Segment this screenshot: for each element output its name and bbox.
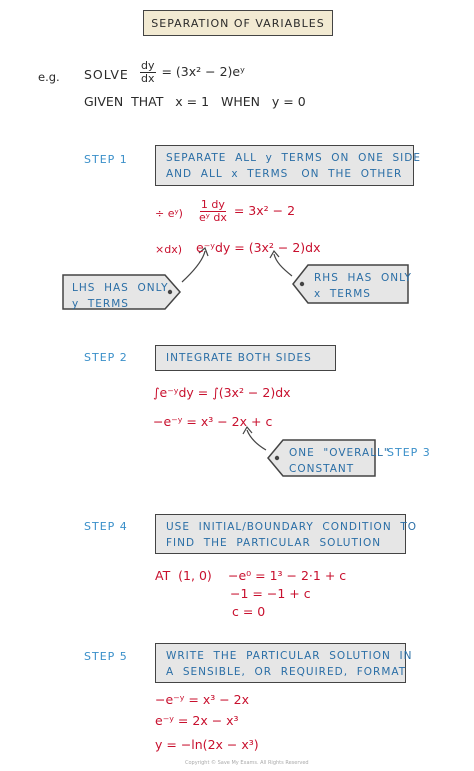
example-label: e.g. xyxy=(38,70,60,84)
lhs-callout-shape xyxy=(62,274,182,310)
step-5-label: STEP 5 xyxy=(84,650,128,663)
step-1-eq2: e⁻ʸdy = (3x² − 2)dx xyxy=(196,240,321,255)
solve-label: SOLVE xyxy=(84,67,129,82)
step-4-eq2: −1 = −1 + c xyxy=(230,586,311,601)
lhs-arrow xyxy=(181,250,206,283)
page-title: SEPARATION OF VARIABLES xyxy=(143,10,333,36)
copyright-footer: Copyright © Save My Exams. All Rights Re… xyxy=(185,760,309,766)
rhs-callout-shape xyxy=(292,264,409,304)
constant-callout-line1: ONE "OVERALL" xyxy=(289,447,390,459)
frac-denominator: dx xyxy=(141,72,155,85)
step-5-box: WRITE THE PARTICULAR SOLUTION IN A SENSI… xyxy=(155,643,413,683)
constant-callout-line2: CONSTANT xyxy=(289,463,355,475)
step-4-label: STEP 4 xyxy=(84,520,128,533)
constant-arrow xyxy=(246,429,267,451)
step-1-eq1-den: eʸ dx xyxy=(199,211,227,224)
step-2-label: STEP 2 xyxy=(84,351,128,364)
rhs-callout-line2: x TERMS xyxy=(314,288,371,300)
given-condition: GIVEN THAT x = 1 WHEN y = 0 xyxy=(84,94,306,109)
step-4-at: AT (1, 0) xyxy=(155,568,212,583)
step-1-op1: ÷ eʸ) xyxy=(155,207,183,220)
frac-numerator: dy xyxy=(140,59,156,73)
example-rhs: = (3x² − 2)eʸ xyxy=(161,64,245,79)
step-4-eq1: −e⁰ = 1³ − 2·1 + c xyxy=(228,568,347,583)
constant-callout-shape xyxy=(267,439,376,477)
rhs-callout-line1: RHS HAS ONLY xyxy=(314,272,412,284)
step-1-box-line1: SEPARATE ALL y TERMS ON ONE SIDE xyxy=(166,152,421,164)
step-1-eq1-rhs: = 3x² − 2 xyxy=(233,203,296,218)
step-4-box-line1: USE INITIAL/BOUNDARY CONDITION TO xyxy=(166,521,418,533)
step-2-eq2: −e⁻ʸ = x³ − 2x + c xyxy=(153,414,273,429)
step-4-box-line2: FIND THE PARTICULAR SOLUTION xyxy=(166,537,382,549)
step-5-box-line1: WRITE THE PARTICULAR SOLUTION IN xyxy=(166,650,413,662)
lhs-callout: LHS HAS ONLY y TERMS xyxy=(64,276,174,316)
lhs-callout-line2: y TERMS xyxy=(72,298,129,310)
step-1-op2: ×dx) xyxy=(155,243,183,256)
constant-callout: ONE "OVERALL" CONSTANT xyxy=(281,441,390,481)
step-5-box-line2: A SENSIBLE, OR REQUIRED, FORMAT xyxy=(166,666,407,678)
step-2-eq1: ∫e⁻ʸdy = ∫(3x² − 2)dx xyxy=(153,385,291,400)
step-1-eq1-num: 1 dy xyxy=(199,198,226,212)
step-5-eq3: y = −ln(2x − x³) xyxy=(155,737,259,752)
step-4-eq3: c = 0 xyxy=(232,604,266,619)
step-1-box: SEPARATE ALL y TERMS ON ONE SIDE AND ALL… xyxy=(155,145,421,186)
step-5-eq1: −e⁻ʸ = x³ − 2x xyxy=(155,692,250,707)
step-3-label: STEP 3 xyxy=(387,446,431,459)
step-1-box-line2: AND ALL x TERMS ON THE OTHER xyxy=(166,168,403,180)
rhs-arrow xyxy=(273,253,293,277)
step-2-box: INTEGRATE BOTH SIDES xyxy=(155,345,336,371)
step-1-label: STEP 1 xyxy=(84,153,128,166)
lhs-callout-line1: LHS HAS ONLY xyxy=(72,282,169,294)
step-5-eq2: e⁻ʸ = 2x − x³ xyxy=(155,713,239,728)
rhs-callout-hole xyxy=(299,281,305,287)
lhs-callout-hole xyxy=(167,289,173,295)
rhs-callout: RHS HAS ONLY x TERMS xyxy=(306,266,412,306)
step-4-box: USE INITIAL/BOUNDARY CONDITION TO FIND T… xyxy=(155,514,418,554)
constant-callout-hole xyxy=(274,455,280,461)
